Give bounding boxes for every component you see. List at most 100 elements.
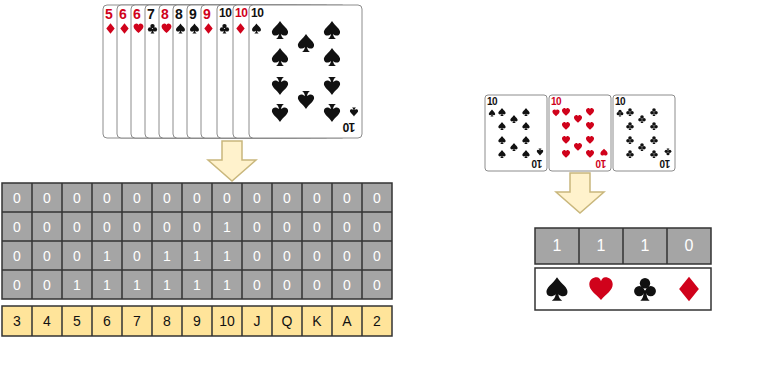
suit-symbol	[546, 277, 567, 300]
table-cell: 1	[182, 270, 212, 299]
table-cell: 0	[272, 241, 302, 270]
down-arrow	[208, 141, 256, 181]
card-rank: 10	[219, 7, 231, 19]
grid-lines	[2, 183, 392, 299]
suit-pip	[537, 148, 543, 155]
suit-pip	[586, 136, 594, 144]
suit-pip	[617, 110, 624, 117]
count-matrix	[2, 183, 392, 299]
bit-cell: 1	[623, 228, 667, 264]
suit-pip	[650, 150, 658, 158]
suit-pip	[638, 143, 646, 151]
suit-pip	[522, 122, 529, 130]
suit-pip	[298, 91, 314, 109]
table-cell: 1	[92, 241, 122, 270]
card-rank: 10	[660, 158, 670, 168]
suit-symbol	[679, 277, 699, 301]
table-cell: 0	[272, 270, 302, 299]
table-cell: 0	[332, 270, 362, 299]
card-rank: 10	[343, 121, 355, 133]
suit-pip	[298, 34, 314, 52]
suit-pip	[324, 77, 340, 95]
bit-cell: 1	[535, 228, 579, 264]
suit-symbol	[589, 277, 612, 300]
suit-pip	[272, 48, 288, 66]
table-cell: 1	[122, 270, 152, 299]
table-cell: 0	[272, 183, 302, 212]
table-cell: 0	[152, 212, 182, 241]
suit-row	[535, 268, 711, 310]
card-rank: 8	[175, 7, 183, 21]
rank-label: 3	[2, 306, 32, 336]
table-cell: 0	[362, 183, 392, 212]
table-cell: 0	[362, 270, 392, 299]
bit-cell: 0	[667, 228, 711, 264]
table-cell: 1	[62, 270, 92, 299]
suit-pip	[650, 122, 658, 130]
suit-pip	[106, 23, 114, 33]
rank-label: A	[332, 306, 362, 336]
table-cell: 0	[182, 212, 212, 241]
card-rank: 10	[487, 97, 497, 107]
rank-label: 8	[152, 306, 182, 336]
grid-lines	[32, 306, 362, 336]
card-rank: 10	[235, 7, 247, 19]
suit-pip	[498, 108, 505, 116]
table-cell: 0	[332, 212, 362, 241]
rank-label: 2	[362, 306, 392, 336]
suit-pip	[638, 115, 646, 123]
table-cell: 0	[212, 183, 242, 212]
suit-pip	[626, 136, 634, 144]
suit-pip	[324, 104, 340, 122]
table-cell: 0	[332, 241, 362, 270]
bit-cell: 1	[579, 228, 623, 264]
playing-card	[549, 95, 611, 171]
suit-pip	[650, 136, 658, 144]
suit-pip	[574, 115, 582, 123]
table-cell: 0	[182, 183, 212, 212]
table-cell: 0	[302, 241, 332, 270]
playing-card	[249, 5, 362, 138]
suit-pip	[562, 150, 570, 158]
table-cell: 0	[302, 270, 332, 299]
suit-pip	[650, 108, 658, 116]
suit-pip	[522, 150, 529, 158]
down-arrow	[556, 173, 604, 213]
rank-label: 7	[122, 306, 152, 336]
card-rank: 10	[251, 7, 263, 19]
card-rank: 7	[147, 7, 155, 21]
suit-pip	[350, 108, 358, 117]
table-cell: 0	[242, 270, 272, 299]
table-cell: 0	[2, 212, 32, 241]
suit-pip	[204, 23, 212, 33]
table-cell: 0	[122, 241, 152, 270]
table-cell: 0	[32, 212, 62, 241]
table-cell: 0	[362, 212, 392, 241]
suit-pip	[586, 122, 594, 130]
suit-pip	[162, 24, 172, 34]
suit-bit-row	[535, 228, 711, 264]
card-rank: 5	[105, 7, 113, 21]
suit-pip	[498, 122, 505, 130]
suit-symbol	[634, 278, 656, 301]
suit-pip	[272, 104, 288, 122]
card-rank: 10	[551, 97, 561, 107]
suit-pip	[626, 150, 634, 158]
table-cell: 0	[62, 241, 92, 270]
card-rank: 10	[532, 158, 542, 168]
suit-pip	[626, 108, 634, 116]
table-cell: 0	[2, 183, 32, 212]
suit-pip	[522, 136, 529, 144]
card-rank: 8	[161, 7, 169, 21]
table-cell: 1	[212, 241, 242, 270]
table-cell: 1	[152, 270, 182, 299]
table-cell: 0	[62, 212, 92, 241]
suit-pip	[272, 77, 288, 95]
table-cell: 0	[2, 241, 32, 270]
table-cell: 0	[242, 241, 272, 270]
card-rank: 6	[119, 7, 127, 21]
suit-pip	[600, 149, 607, 156]
table-cell: 1	[182, 241, 212, 270]
